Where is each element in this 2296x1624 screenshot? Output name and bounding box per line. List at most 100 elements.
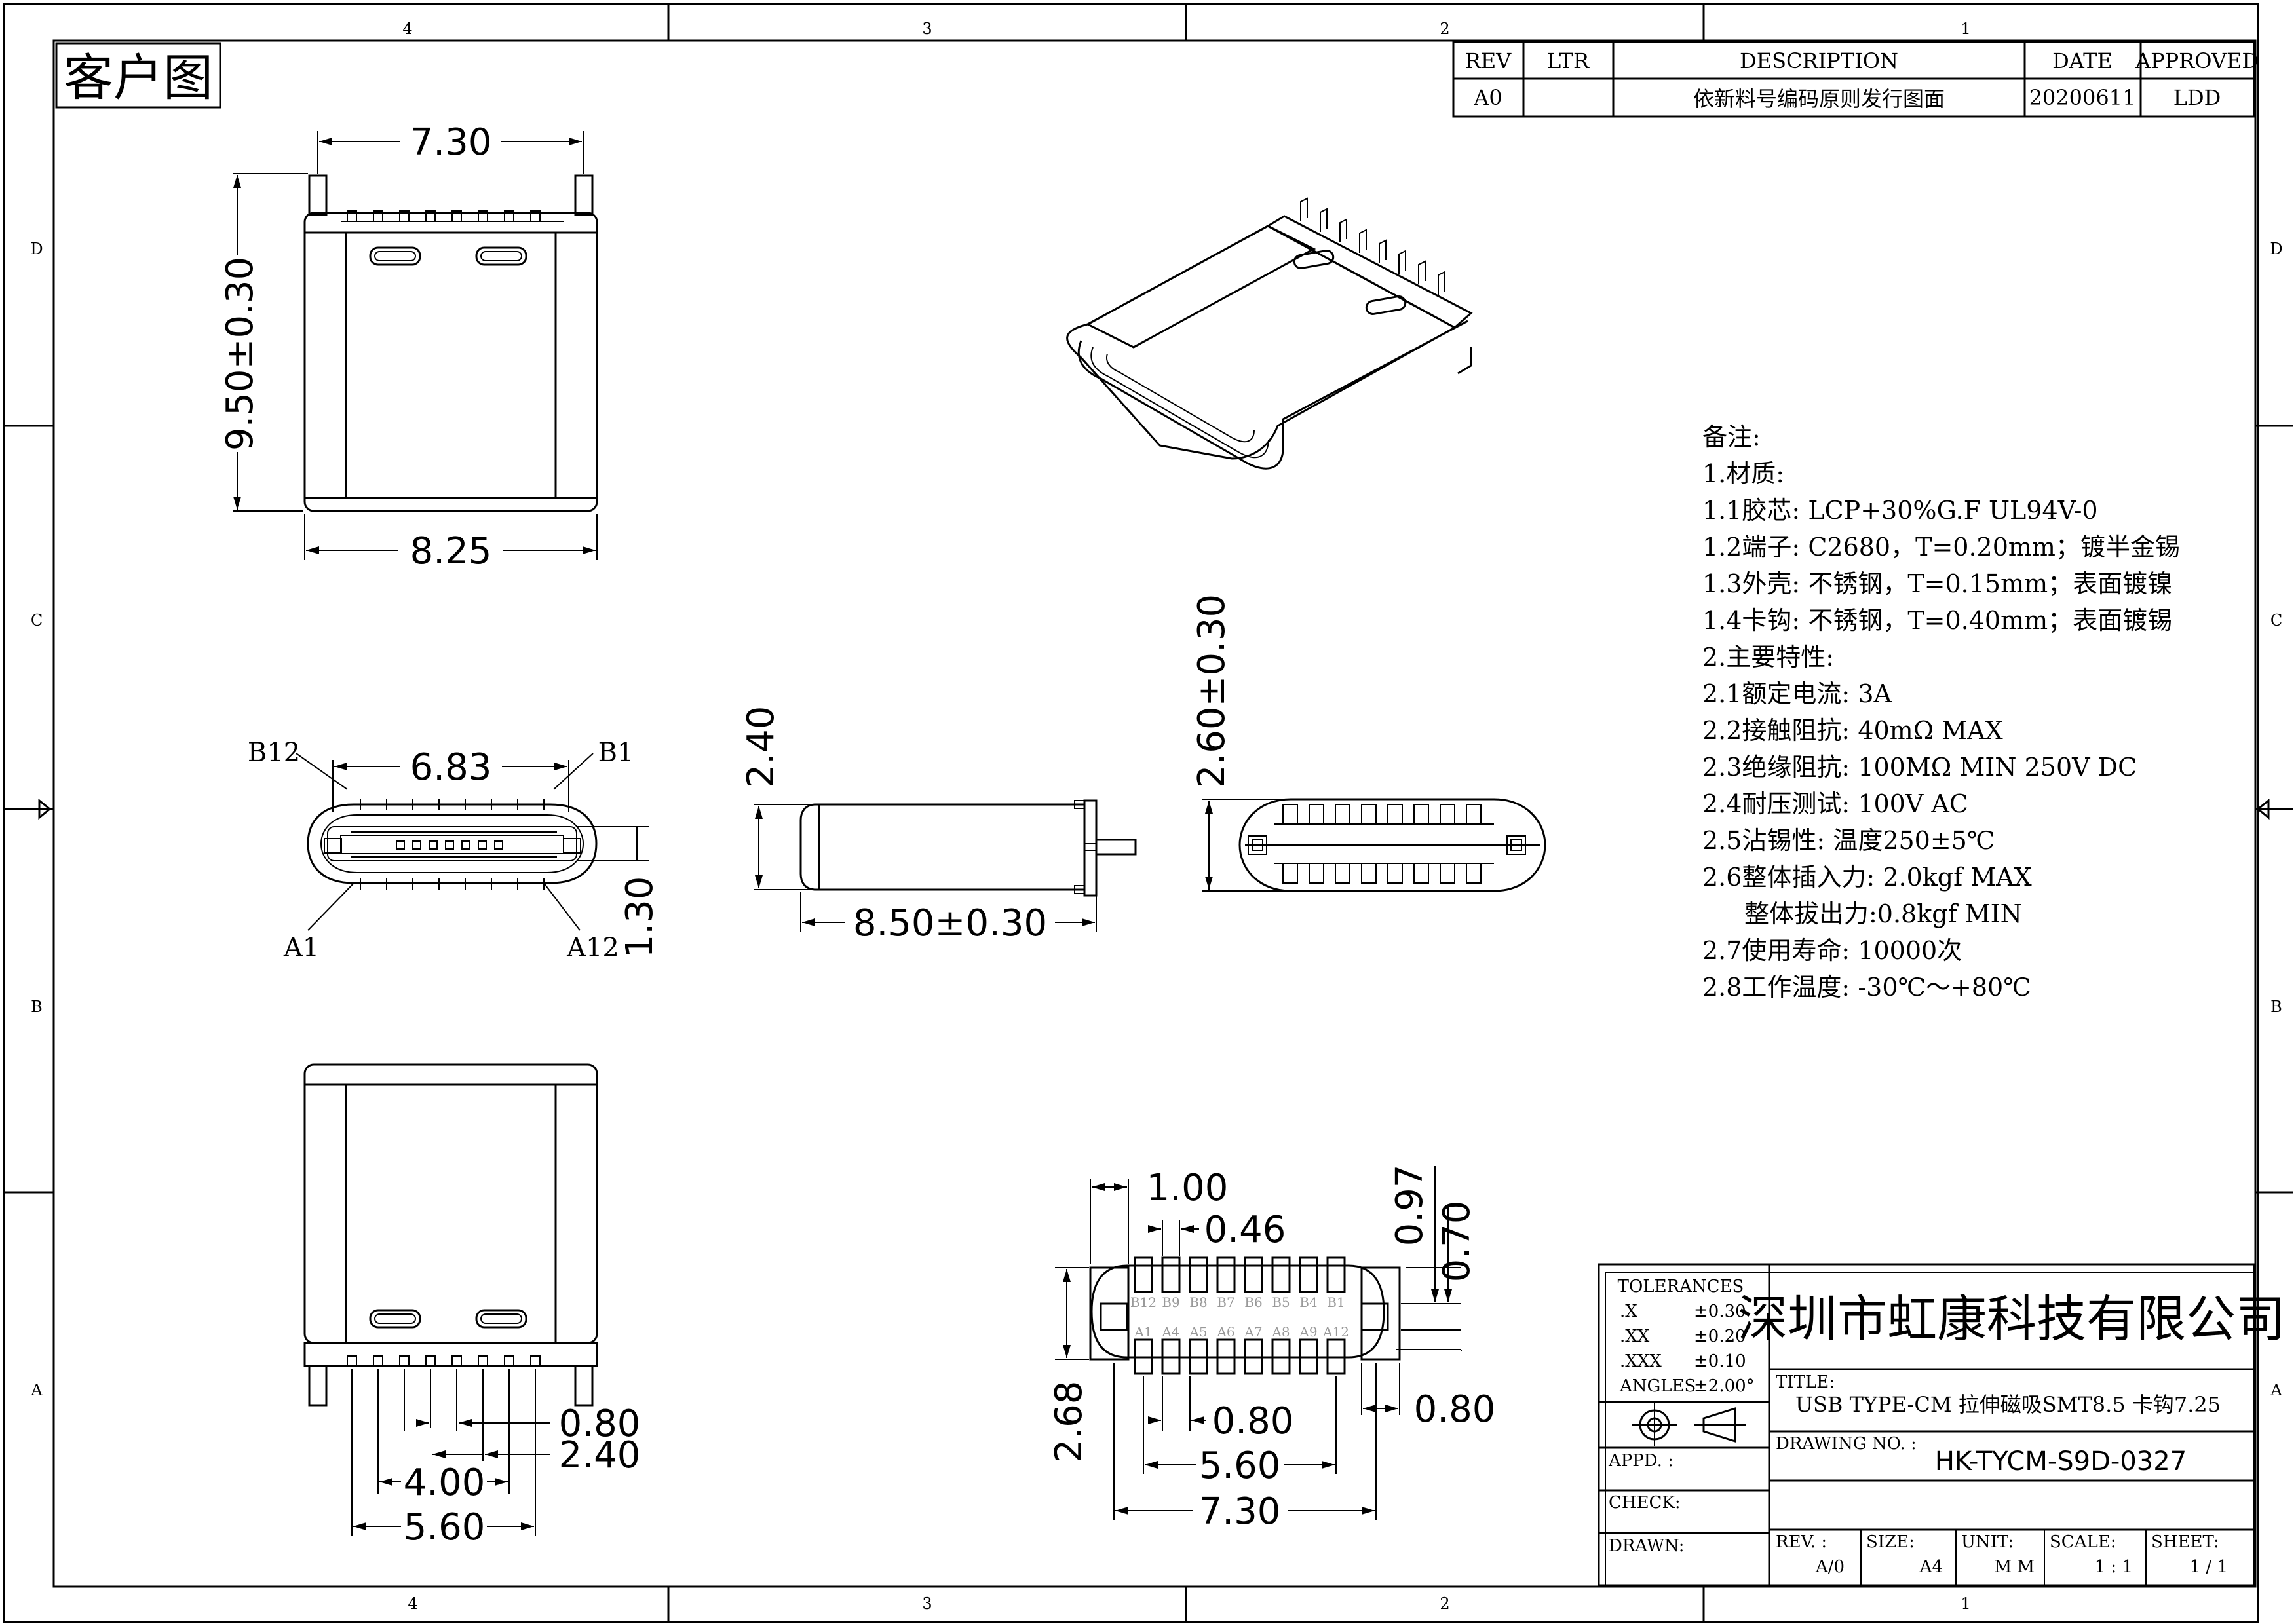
dim-top-width: 7.30 (410, 121, 492, 164)
outer-border (3, 3, 2259, 1623)
zone-row-right-c: C (2270, 611, 2282, 630)
appd-label: APPD. : (1608, 1451, 1674, 1471)
dim-front-pin-span: 6.83 (410, 746, 492, 789)
zone-row-right-b: B (2270, 998, 2282, 1016)
dim-pcb-pad-gap: 0.46 (1204, 1209, 1286, 1251)
drawn-label: DRAWN: (1609, 1536, 1684, 1556)
top-view-pins (341, 210, 564, 222)
tol-xxx-val: ±0.10 (1694, 1351, 1746, 1371)
iso-slot-b (1365, 295, 1407, 315)
revision-table: REV LTR DESCRIPTION DATE APPROVED A0 依新料… (1452, 41, 2259, 118)
note-line-0: 备注: (1702, 423, 1761, 451)
drawing-no-label: DRAWING NO. : (1776, 1434, 1917, 1454)
dim-rear-height: 2.60±0.30 (1191, 594, 1233, 788)
pcb-pads-top (1134, 1256, 1346, 1293)
pcb-bottom-row-labels: A1 A4 A5 A6 A7 A8 A9 A12 (1134, 1324, 1349, 1340)
bottom-view-slot-left (369, 1309, 421, 1329)
iso-pins (1300, 197, 1445, 295)
pcb-top-row-labels: B12 B9 B8 B7 B6 B5 B4 B1 (1130, 1294, 1345, 1310)
drawing-no-value: HK-TYCM-S9D-0327 (1935, 1446, 2187, 1477)
centering-mark-left (13, 798, 54, 820)
pcb-label-a6: A6 (1216, 1324, 1234, 1340)
dim-pcb-span: 5.60 (1199, 1445, 1281, 1487)
pcb-footprint: B12 B9 B8 B7 B6 B5 B4 B1 A1 A4 A5 A6 A7 … (1048, 1165, 1495, 1533)
zone-row-left-b: B (31, 998, 43, 1016)
sheet-label: SHEET: (2151, 1532, 2219, 1552)
dim-pcb-height: 2.68 (1048, 1381, 1090, 1463)
note-line-15: 2.8工作温度: -30℃～+80℃ (1702, 973, 2031, 1002)
note-line-10: 2.4耐压测试: 100V AC (1702, 789, 1968, 818)
zone-row-right-d: D (2270, 240, 2282, 258)
tol-angles-val: ±2.00° (1694, 1376, 1755, 1396)
pcb-label-a1: A1 (1134, 1324, 1152, 1340)
top-view: 7.30 9.50±0.30 8.25 (219, 121, 598, 573)
pcb-label-a7: A7 (1244, 1324, 1262, 1340)
scale-label: SCALE: (2050, 1532, 2116, 1552)
tol-xx-key: .XX (1620, 1327, 1650, 1346)
note-line-5: 1.4卡钩: 不锈钢，T=0.40mm；表面镀锡 (1702, 606, 2172, 635)
front-label-b12: B12 (248, 738, 300, 768)
customer-stamp-box (55, 42, 221, 109)
bottom-view: 0.80 2.40 4.00 5.60 (303, 1063, 640, 1549)
front-view: 6.83 B12 B1 A1 A12 1.30 (248, 738, 661, 963)
rev-value-block: A/0 (1815, 1557, 1845, 1577)
size-label: SIZE: (1866, 1532, 1915, 1552)
pcb-label-b5: B5 (1272, 1294, 1290, 1310)
note-line-13: 整体拔出力:0.8kgf MIN (1744, 899, 2022, 928)
zone-col-bottom-1: 1 (1961, 1595, 1970, 1613)
zone-row-left-d: D (30, 240, 43, 258)
pcb-label-b7: B7 (1217, 1294, 1234, 1310)
top-view-slot-right (475, 246, 527, 266)
unit-label: UNIT: (1961, 1532, 2014, 1552)
customer-stamp-label: 客户图 (64, 48, 213, 107)
rear-pins-bottom (1274, 863, 1494, 884)
note-line-2: 1.1胶芯: LCP+30%G.F UL94V-0 (1702, 496, 2098, 525)
description-value: 依新料号编码原则发行图面 (1693, 86, 1945, 111)
date-header: DATE (2052, 48, 2113, 73)
zone-col-bottom-3: 3 (922, 1595, 932, 1613)
dim-bottom-span-c: 5.60 (404, 1506, 486, 1549)
tol-xx-val: ±0.20 (1694, 1327, 1746, 1346)
pcb-label-b6: B6 (1244, 1294, 1262, 1310)
zone-row-right-a: A (2270, 1381, 2282, 1399)
zone-row-left-a: A (30, 1381, 43, 1399)
front-label-a12: A12 (566, 933, 619, 963)
zone-col-bottom-2: 2 (1440, 1595, 1449, 1613)
check-label: CHECK: (1609, 1493, 1681, 1513)
approved-header: APPROVED (2135, 48, 2259, 73)
dim-top-bottom-width: 8.25 (410, 530, 492, 573)
dim-pcb-slot: 0.80 (1414, 1388, 1496, 1431)
pcb-slot-right (1360, 1266, 1401, 1361)
pcb-label-b12: B12 (1130, 1294, 1157, 1310)
tol-x-val: ±0.30 (1694, 1302, 1746, 1321)
dim-side-length: 8.50±0.30 (853, 902, 1047, 945)
pcb-label-b9: B9 (1162, 1294, 1179, 1310)
pcb-slot-left (1089, 1266, 1130, 1361)
dim-pcb-total: 7.30 (1199, 1490, 1281, 1533)
tol-angles-key: ANGLES (1619, 1376, 1696, 1396)
note-line-12: 2.6整体插入力: 2.0kgf MAX (1702, 863, 2032, 892)
pcb-label-b1: B1 (1327, 1294, 1345, 1310)
pcb-label-a12: A12 (1322, 1324, 1349, 1340)
dim-front-height: 1.30 (619, 877, 661, 958)
size-value: A4 (1919, 1557, 1943, 1577)
bottom-view-slot-right (475, 1309, 527, 1329)
zone-col-bottom-4: 4 (408, 1595, 417, 1613)
centering-mark-right (2255, 798, 2293, 820)
title-value: USB TYPE-CM 拉伸磁吸SMT8.5 卡钩7.25 (1795, 1392, 2221, 1417)
tolerances-label: TOLERANCES (1618, 1277, 1744, 1296)
dim-pcb-pad-h2: 0.70 (1436, 1201, 1478, 1283)
note-line-7: 2.1额定电流: 3A (1702, 679, 1892, 708)
note-line-9: 2.3绝缘阻抗: 100MΩ MIN 250V DC (1702, 753, 2137, 782)
pcb-pads-bottom (1134, 1338, 1346, 1375)
zone-row-left-c: C (31, 611, 43, 630)
note-line-4: 1.3外壳: 不锈钢，T=0.15mm；表面镀镍 (1702, 569, 2172, 598)
notes-block: 备注: 1.材质: 1.1胶芯: LCP+30%G.F UL94V-0 1.2端… (1702, 423, 2180, 1002)
dim-pcb-pad-width: 1.00 (1147, 1167, 1229, 1209)
pcb-label-b8: B8 (1189, 1294, 1207, 1310)
tol-xxx-key: .XXX (1620, 1351, 1662, 1371)
pcb-label-a9: A9 (1299, 1324, 1317, 1340)
side-view: 2.40 8.50±0.30 (740, 706, 1137, 945)
pcb-label-b4: B4 (1299, 1294, 1317, 1310)
